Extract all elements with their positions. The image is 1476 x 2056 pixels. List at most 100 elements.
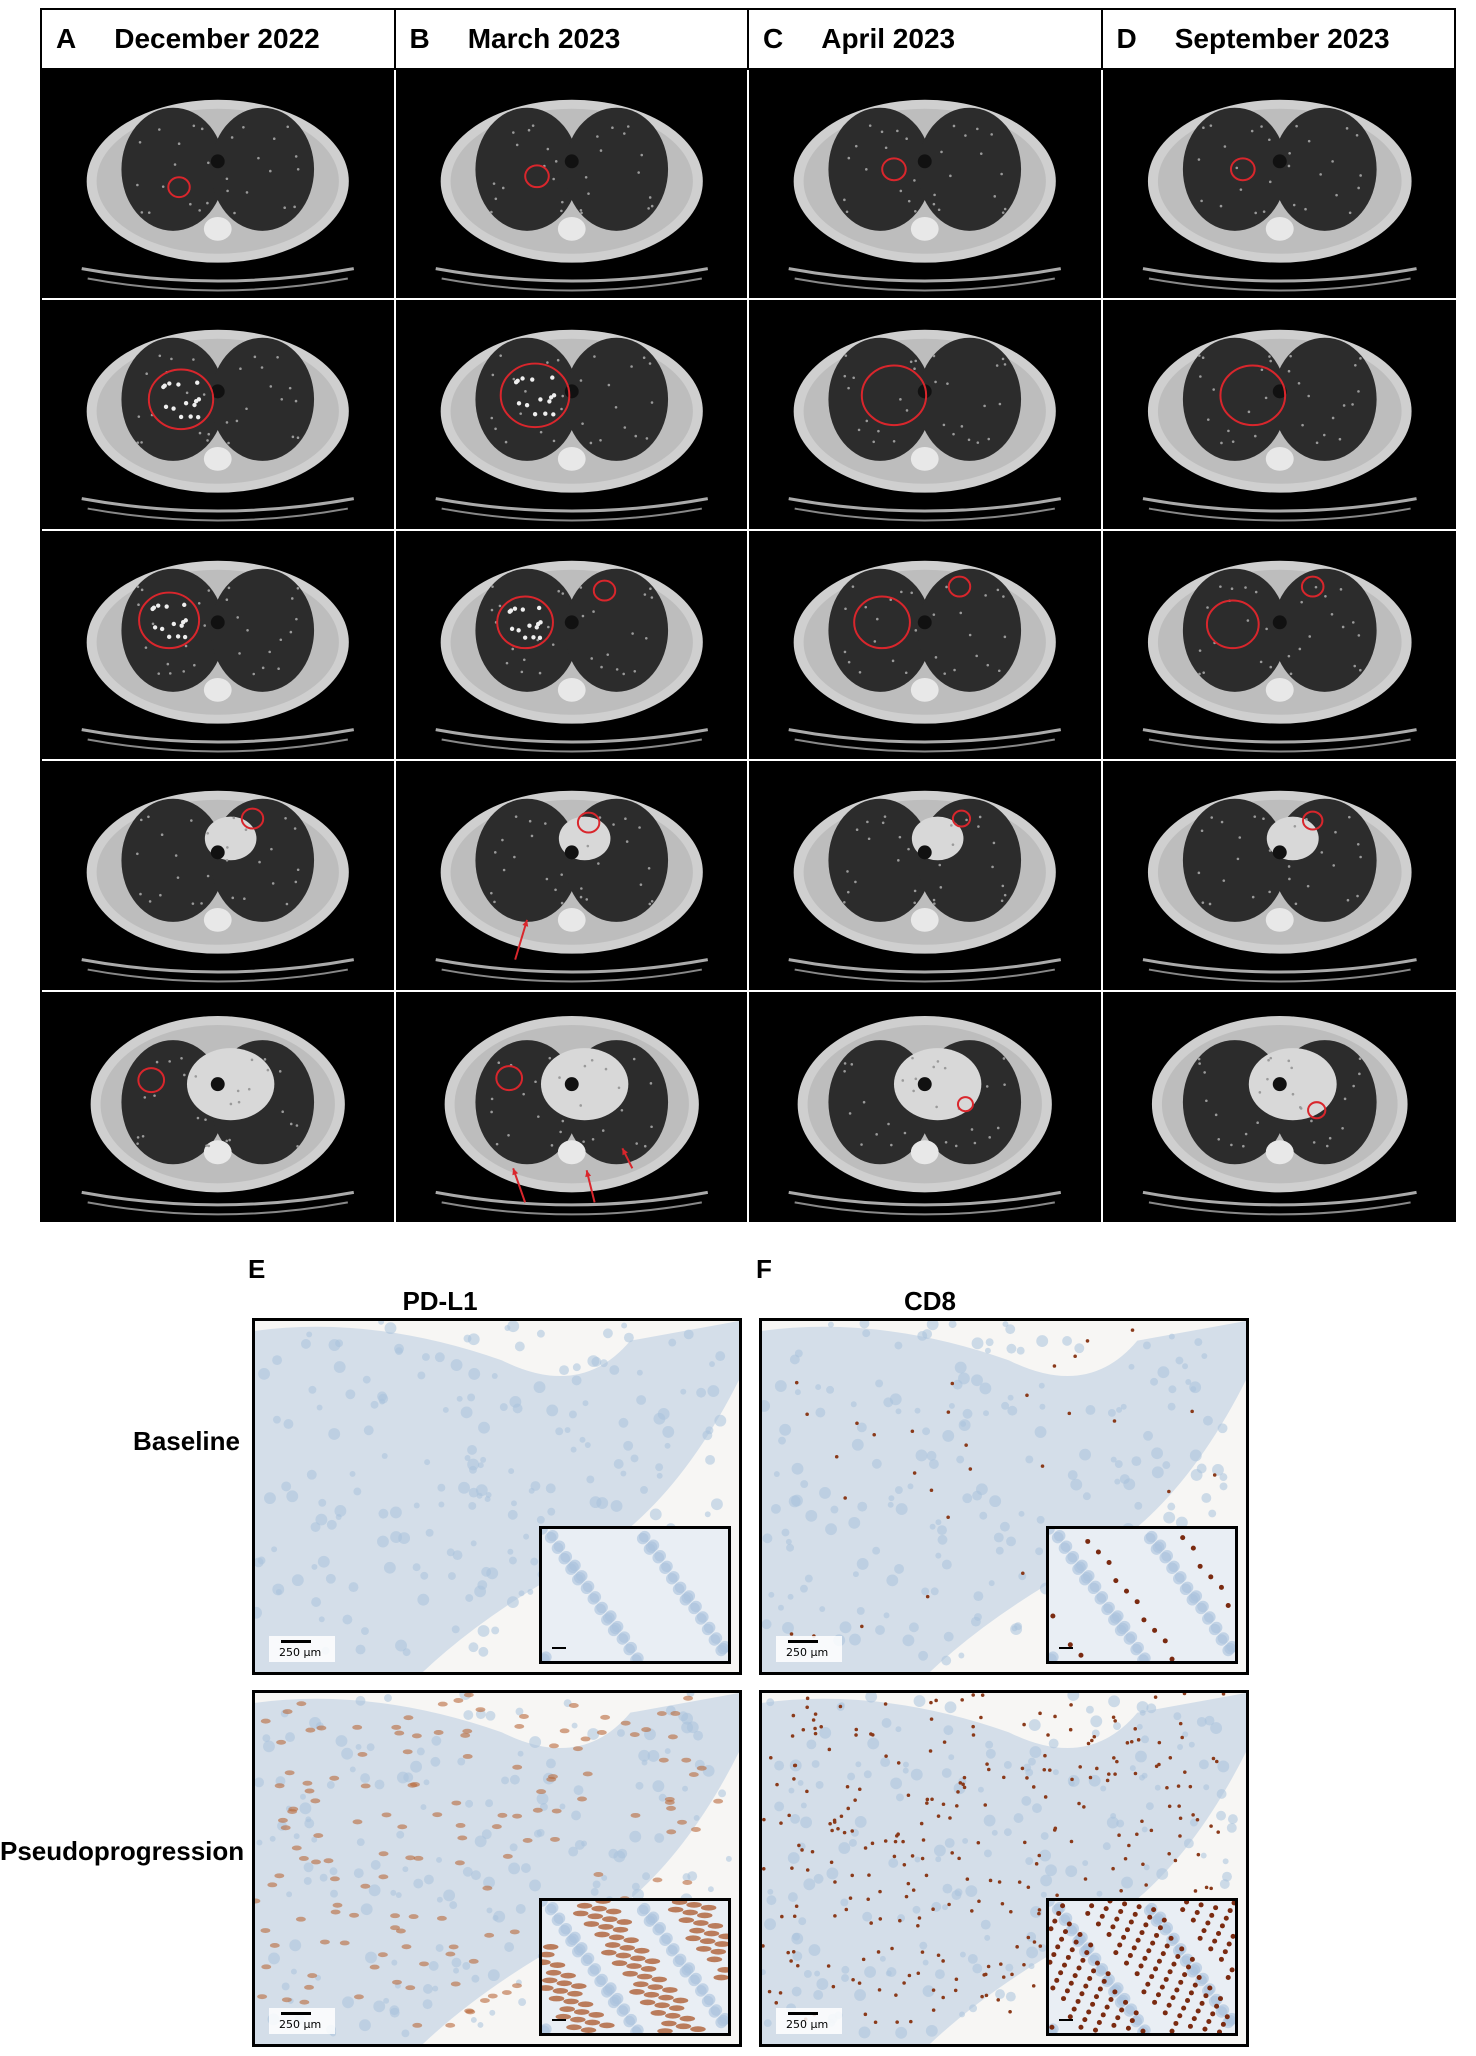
magnified-inset — [1046, 1898, 1238, 2036]
ihc-panel-pdl1-pseudoprogression: 250 µm — [252, 1690, 742, 2047]
ct-slice-c-level-1 — [749, 70, 1103, 301]
panel-letter-f: F — [756, 1254, 772, 1284]
ct-slice-b-level-5 — [395, 991, 749, 1222]
lesion-annotation-circle — [240, 807, 265, 830]
column-date-c: April 2023 — [821, 23, 956, 54]
ihc-panel-pdl1-baseline: 250 µm — [252, 1318, 742, 1675]
lesion-annotation-circle — [1306, 1100, 1326, 1119]
ct-column-header-row: A December 2022 B March 2023 C April 202… — [40, 8, 1456, 70]
ct-slice-image — [1142, 1015, 1417, 1215]
lesion-annotation-circle — [881, 157, 907, 182]
panel-letter-d: D — [1116, 23, 1137, 54]
ct-slice-image — [434, 790, 708, 983]
magnified-inset — [539, 1526, 731, 1664]
lesion-annotation-circle — [1205, 599, 1260, 649]
ct-slice-b-level-2 — [395, 300, 749, 531]
ihc-stain-image — [762, 1693, 1246, 2044]
ct-slice-image — [1142, 330, 1417, 522]
scale-bar: 250 µm — [269, 2008, 335, 2034]
ct-slice-image — [1142, 790, 1417, 983]
lesion-annotation-circle — [167, 176, 191, 199]
lesion-annotation-circle — [494, 1064, 523, 1091]
lesion-annotation-circle — [860, 364, 928, 427]
scale-bar-label: 250 µm — [279, 2018, 322, 2031]
ct-slice-image — [1142, 560, 1417, 753]
ct-slice-a-level-4 — [42, 761, 396, 992]
ct-slice-d-level-1 — [1102, 70, 1456, 301]
ihc-panel-cd8-baseline: 250 µm — [759, 1318, 1249, 1675]
ct-slice-image — [434, 1015, 708, 1215]
lesion-annotation-circle — [1229, 157, 1256, 182]
ct-slice-b-level-3 — [395, 530, 749, 762]
ct-slice-image — [788, 790, 1062, 983]
lesion-annotation-circle — [576, 811, 600, 834]
scale-bar-label: 250 µm — [786, 1646, 829, 1659]
row-label-baseline: Baseline — [133, 1426, 240, 1456]
ct-slice-image — [434, 99, 708, 292]
ct-slice-a-level-1 — [42, 70, 396, 301]
lesion-annotation-circle — [951, 809, 972, 828]
scale-bar-line — [788, 2012, 818, 2015]
ct-slice-a-level-5 — [42, 991, 396, 1222]
column-date-d: September 2023 — [1174, 23, 1390, 54]
ct-slice-image — [788, 1015, 1062, 1215]
lesion-annotation-circle — [137, 1066, 166, 1093]
inset-scale-bar — [1059, 1647, 1073, 1649]
magnified-inset — [1046, 1526, 1238, 1664]
ct-slice-d-level-5 — [1102, 991, 1456, 1222]
panel-letter-a: A — [56, 23, 77, 54]
ct-header-b: B March 2023 — [396, 10, 749, 68]
ct-slice-c-level-3 — [749, 530, 1103, 762]
lesion-annotation-circle — [1218, 364, 1286, 427]
ct-scan-grid — [40, 70, 1456, 1222]
ct-slice-image — [788, 330, 1062, 522]
ct-slice-d-level-3 — [1102, 530, 1456, 762]
magnified-inset — [539, 1898, 731, 2036]
ct-header-c: C April 2023 — [749, 10, 1103, 68]
scale-bar-label: 250 µm — [786, 2018, 829, 2031]
stain-title-pdl1: PD-L1 — [402, 1286, 478, 1316]
ct-slice-c-level-4 — [749, 761, 1103, 992]
lesion-annotation-circle — [495, 595, 554, 649]
ct-slice-b-level-1 — [395, 70, 749, 301]
inset-scale-bar — [552, 2019, 566, 2021]
panel-letter-e: E — [248, 1254, 266, 1284]
ct-slice-b-level-4 — [395, 761, 749, 992]
ct-slice-image — [81, 1015, 355, 1215]
ct-slice-image — [434, 330, 708, 522]
lesion-annotation-arrow — [513, 919, 528, 961]
ct-slice-c-level-5 — [749, 991, 1103, 1222]
stain-title-cd8: CD8 — [903, 1286, 956, 1316]
lesion-annotation-circle — [523, 164, 550, 189]
ihc-panel-cd8-pseudoprogression: 250 µm — [759, 1690, 1249, 2047]
inset-scale-bar — [552, 1647, 566, 1649]
lesion-annotation-circle — [592, 579, 616, 602]
scale-bar: 250 µm — [776, 1636, 842, 1662]
scale-bar-label: 250 µm — [279, 1646, 322, 1659]
scale-bar-line — [281, 2012, 311, 2015]
lesion-annotation-circle — [947, 575, 972, 598]
lesion-annotation-circle — [138, 591, 201, 649]
ct-header-d: D September 2023 — [1103, 10, 1455, 68]
panel-letter-c: C — [763, 23, 784, 54]
ct-slice-a-level-2 — [42, 300, 396, 531]
ct-slice-image — [81, 99, 355, 292]
lesion-annotation-circle — [499, 362, 570, 429]
panel-letter-b: B — [409, 23, 430, 54]
scale-bar-line — [788, 1640, 818, 1643]
scale-bar-line — [281, 1640, 311, 1643]
inset-scale-bar — [1059, 2019, 1073, 2021]
ct-slice-image — [1142, 99, 1417, 292]
ct-slice-c-level-2 — [749, 300, 1103, 531]
lesion-annotation-circle — [853, 595, 911, 649]
ct-header-a: A December 2022 — [42, 10, 396, 68]
column-date-a: December 2022 — [114, 23, 320, 54]
ct-slice-image — [81, 790, 355, 983]
scale-bar: 250 µm — [776, 2008, 842, 2034]
scale-bar: 250 µm — [269, 1636, 335, 1662]
lesion-annotation-circle — [956, 1095, 974, 1112]
lesion-annotation-circle — [147, 368, 215, 431]
ihc-stain-image — [255, 1693, 739, 2044]
ct-slice-d-level-2 — [1102, 300, 1456, 531]
ct-slice-image — [81, 330, 355, 522]
